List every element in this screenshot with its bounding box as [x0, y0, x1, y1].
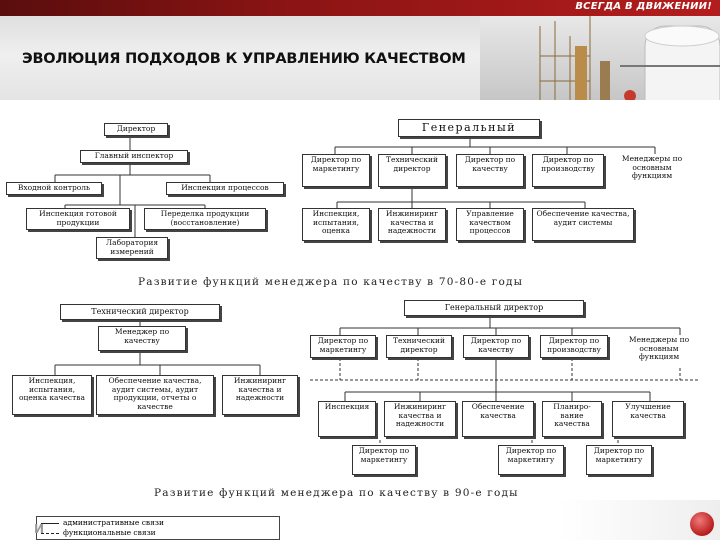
d3-tech-director-box: Технический директор	[60, 304, 220, 320]
d4-dir-production-box: Директор по производству	[540, 335, 608, 358]
d4-general-director-box: Генеральный директор	[404, 300, 584, 316]
d1-rework-box: Переделка продукции (восстановление)	[144, 208, 266, 230]
d1-director-box: Директор	[104, 123, 168, 136]
d2-dir-production-box: Директор по производству	[532, 154, 604, 187]
caption-90s: Развитие функций менеджера по качеству в…	[154, 487, 519, 499]
d1-incoming-control-box: Входной контроль	[6, 182, 102, 195]
d2-quality-assurance-box: Обеспечение качества, аудит системы	[532, 208, 634, 241]
caption-70-80s: Развитие функций менеджера по качеству в…	[138, 276, 524, 288]
d4-planning-box: Планиро-вание качества	[542, 401, 602, 437]
d2-tech-director-box: Технический директор	[378, 154, 446, 187]
footer-logo: И	[34, 522, 45, 536]
d4-assurance-box: Обеспечение качества	[462, 401, 534, 437]
slogan: ВСЕГДА В ДВИЖЕНИИ!	[575, 1, 712, 12]
page-title: ЭВОЛЮЦИЯ ПОДХОДОВ К УПРАВЛЕНИЮ КАЧЕСТВОМ	[22, 51, 466, 67]
d4-managers-functions-box: Менеджеры по основным функциям	[618, 335, 700, 368]
d2-dir-marketing-box: Директор по маркетингу	[302, 154, 370, 187]
d4-dir-quality-box: Директор по качеству	[463, 335, 529, 358]
d4-improvement-box: Улучшение качества	[612, 401, 684, 437]
legend-functional-label: функциональные связи	[63, 528, 156, 537]
legend-solid-line	[41, 523, 59, 524]
legend: административные связи функциональные св…	[36, 516, 280, 540]
d4-sub-marketing2-box: Директор по маркетингу	[498, 445, 564, 475]
legend-dashed-line	[41, 533, 59, 534]
d2-inspection-testing-box: Инспекция, испытания, оценка	[302, 208, 370, 241]
d4-sub-marketing3-box: Директор по маркетингу	[586, 445, 652, 475]
d2-dir-quality-box: Директор по качеству	[456, 154, 524, 187]
d1-chief-inspector-box: Главный инспектор	[80, 150, 188, 163]
oil-plant-illustration	[480, 16, 720, 100]
header-banner: ВСЕГДА В ДВИЖЕНИИ! ЭВОЛЮЦИЯ ПОДХОДОВ К У…	[0, 0, 720, 100]
d3-assurance-box: Обеспечение качества, аудит системы, ауд…	[96, 375, 214, 415]
d4-dir-marketing-box: Директор по маркетингу	[310, 335, 376, 358]
d2-managers-functions-box: Менеджеры по основным функциям	[612, 154, 692, 187]
d4-sub-marketing-box: Директор по маркетингу	[352, 445, 416, 475]
d1-lab-box: Лаборатория измерений	[96, 237, 168, 259]
d2-process-control-box: Управление качеством процессов	[456, 208, 524, 241]
d3-engineering-box: Инжиниринг качества и надежности	[222, 375, 298, 415]
header-top-bar: ВСЕГДА В ДВИЖЕНИИ!	[0, 0, 720, 16]
d3-quality-manager-box: Менеджер по качеству	[98, 326, 186, 351]
d4-tech-director-box: Технический директор	[386, 335, 452, 358]
d3-inspection-box: Инспекция, испытания, оценка качества	[12, 375, 92, 415]
d1-process-inspection-box: Инспекция процессов	[166, 182, 284, 195]
d4-inspection-box: Инспекция	[318, 401, 376, 437]
d4-engineering-box: Инжиниринг качества и надежности	[384, 401, 456, 437]
d1-finished-inspection-box: Инспекция готовой продукции	[26, 208, 130, 230]
d2-general-box: Генеральный	[398, 119, 540, 137]
brand-circle-icon	[690, 512, 714, 536]
d2-reliability-engineering-box: Инжиниринг качества и надежности	[378, 208, 446, 241]
legend-admin-label: административные связи	[63, 518, 164, 527]
